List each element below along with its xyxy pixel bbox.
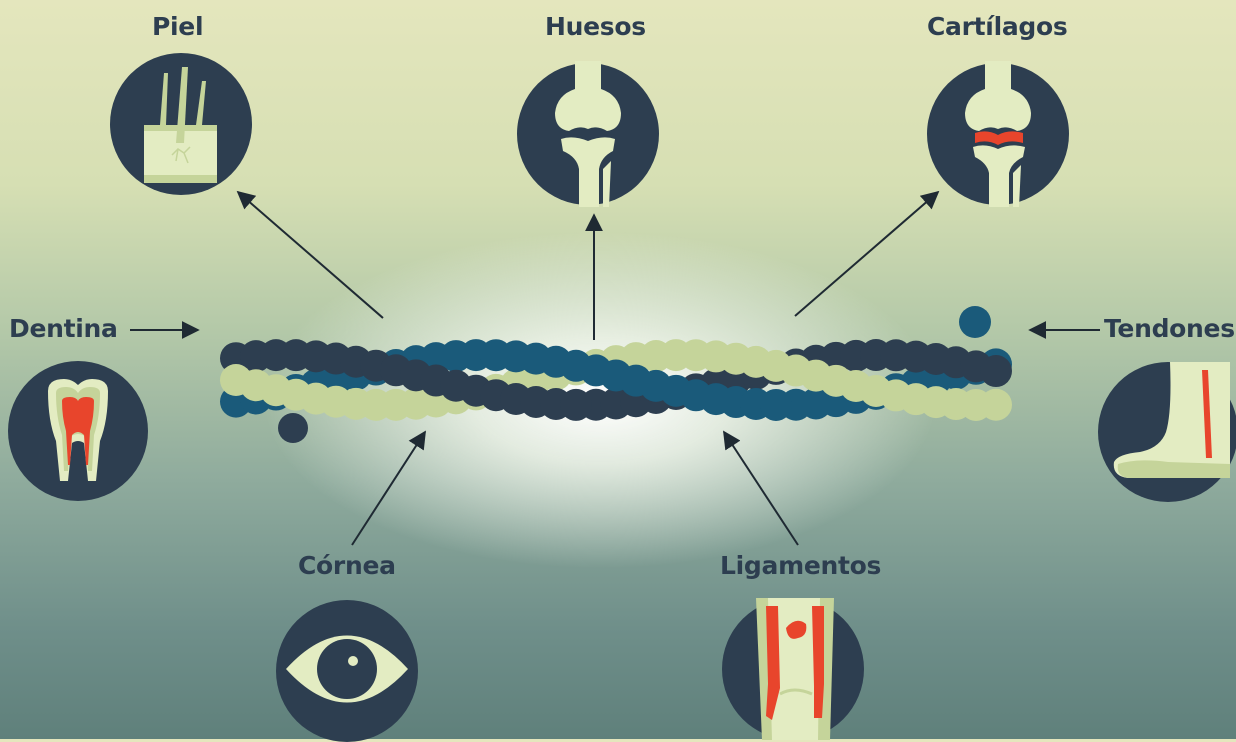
- arrow-ligamentos: [724, 432, 798, 545]
- helix-bead: [560, 389, 592, 421]
- helix-bead: [360, 389, 392, 421]
- bone-joint-icon: [517, 59, 659, 209]
- helix-bead: [278, 413, 308, 443]
- cartilage-joint-icon: [927, 59, 1069, 209]
- label-piel: Piel: [152, 12, 203, 41]
- label-dentina: Dentina: [9, 314, 118, 343]
- label-cornea: Córnea: [298, 551, 396, 580]
- arrow-cartilagos: [795, 192, 938, 316]
- knee-ligament-icon: [722, 598, 864, 740]
- label-huesos: Huesos: [545, 12, 646, 41]
- label-cartilagos: Cartílagos: [927, 12, 1067, 41]
- helix-bead: [760, 389, 792, 421]
- helix-bead: [959, 306, 991, 338]
- label-ligamentos: Ligamentos: [720, 551, 881, 580]
- helix-bead: [980, 355, 1012, 387]
- arrow-piel: [238, 192, 383, 318]
- tooth-icon: [8, 361, 148, 501]
- foot-tendon-icon: [1098, 362, 1236, 502]
- collagen-triple-helix: [220, 306, 1012, 443]
- label-tendones: Tendones: [1104, 314, 1235, 343]
- eye-icon: [276, 600, 418, 742]
- arrow-cornea: [352, 432, 425, 545]
- skin-hair-icon: [110, 53, 252, 195]
- helix-bead: [960, 389, 992, 421]
